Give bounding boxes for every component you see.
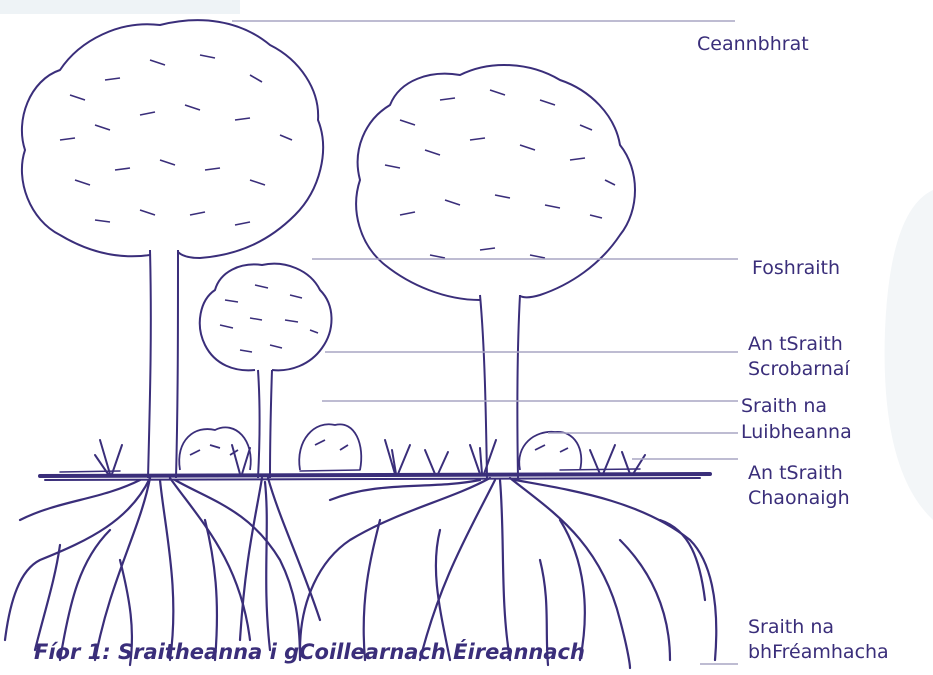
label-herb-line1: Sraith na	[741, 394, 827, 418]
label-shrub-line2: Scrobarnaí	[748, 357, 850, 381]
ground-moss	[40, 469, 710, 480]
corner-tint-right	[885, 190, 933, 520]
leader-lines	[232, 21, 738, 664]
middle-tree	[200, 264, 332, 478]
corner-tint-top-left	[0, 0, 240, 14]
label-root-line1: Sraith na	[748, 615, 834, 639]
label-understorey: Foshraith	[752, 256, 840, 280]
label-moss-line1: An tSraith	[748, 461, 843, 485]
label-shrub-line1: An tSraith	[748, 332, 843, 356]
left-tree	[22, 20, 323, 478]
label-herb-line2: Luibheanna	[741, 420, 852, 444]
right-tree	[356, 65, 635, 478]
figure-caption: Fíor 1: Sraitheanna i gCoillearnach Éire…	[34, 640, 585, 664]
label-moss-line2: Chaonaigh	[748, 486, 850, 510]
label-root-line2: bhFréamhacha	[748, 640, 889, 664]
herb-bushes	[179, 424, 581, 470]
label-canopy: Ceannbhrat	[697, 32, 809, 56]
